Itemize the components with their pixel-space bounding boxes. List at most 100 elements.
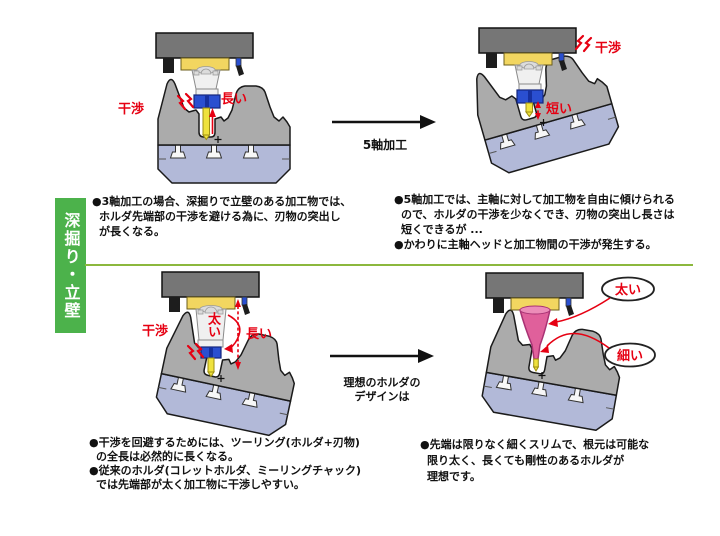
- interference-label: 干渉: [595, 40, 621, 56]
- illustration-5axis-svg: 干渉 短い: [476, 27, 621, 174]
- note-line: 限り太く、長くても剛性のあるホルダが: [427, 454, 625, 467]
- thick-callout-arrow: [555, 297, 611, 323]
- note-line: ●3軸加工の場合、深掘りで立壁のある加工物では、: [92, 195, 352, 208]
- cutting-tool: [533, 358, 539, 368]
- probe-body: [559, 60, 567, 71]
- probe-tip: [241, 296, 248, 306]
- interference-spark-icon: [176, 92, 195, 111]
- bottom-arrow-caption-line: デザインは: [354, 390, 410, 403]
- spindle-head-group: [485, 272, 584, 373]
- collet-ring: [518, 83, 542, 91]
- holder-dome: [204, 306, 218, 314]
- tapered-holder-top: [519, 305, 551, 315]
- thin-callout-arrow-head: [540, 345, 549, 353]
- long-label: 長い: [221, 92, 247, 107]
- workpiece: [485, 309, 621, 397]
- top-arrow-caption: 5軸加工: [362, 138, 408, 152]
- spindle-head: [478, 27, 577, 54]
- note-line: ●先端は限りなく細くスリムで、根元は可能な: [420, 438, 650, 451]
- note-line: ので、ホルダの干渉を少なくでき、刃物の突出し長さは: [401, 208, 675, 221]
- illustration-5axis-tilted: 干渉 短い: [455, 12, 710, 197]
- note-line: では先端部が太く加工物に干渉しやすい。: [96, 478, 305, 491]
- spindle-head: [485, 272, 584, 299]
- illustration-3axis-svg: 干渉 長い: [118, 32, 291, 184]
- length-arrow-head: [209, 108, 216, 117]
- note-line: ●かわりに主軸ヘッドと加工物間の干渉が発生する。: [394, 238, 657, 251]
- clamp-pin: [205, 383, 222, 401]
- probe-body: [566, 305, 574, 316]
- workpiece-group-tilted: [476, 55, 620, 174]
- section-label-vertical: 深掘り・立壁: [55, 198, 86, 333]
- spindle-head: [155, 32, 254, 59]
- short-length-arrow-head: [535, 113, 541, 120]
- short-label: 短い: [546, 101, 572, 117]
- collet-tab: [535, 65, 542, 71]
- head-block: [163, 58, 174, 73]
- notes-3axis: ●3軸加工の場合、深掘りで立壁のある加工物では、 ホルダ先端部の干渉を避ける為に…: [92, 194, 388, 239]
- illustration-conventional-holder: 干渉 長い 太い: [100, 268, 330, 438]
- arrow-right-icon: [332, 115, 436, 129]
- note-line: 短くできるが ...: [401, 223, 483, 236]
- thin-callout-arrow: [546, 332, 610, 349]
- cutting-tool-tip: [525, 111, 534, 118]
- clamp-pin: [205, 143, 223, 159]
- holder-tab: [217, 309, 224, 315]
- interference-label: 干渉: [142, 323, 168, 339]
- interference-label: 干渉: [118, 101, 144, 117]
- thick-arc-arrow: [227, 314, 241, 349]
- notes-conventional: ●干渉を回避するためには、ツーリング(ホルダ+刃物) の全長は必然的に長くなる。…: [89, 436, 401, 492]
- note-line: の全長は必然的に長くなる。: [96, 450, 239, 463]
- thick-arc-arrow-head: [224, 344, 233, 353]
- illustration-3axis-deep-pocket: 干渉 長い: [108, 22, 323, 190]
- note-line: 理想です。: [427, 470, 481, 483]
- illustration-ideal-svg: 太い 細い: [481, 272, 656, 432]
- spindle-head-group: [478, 27, 577, 118]
- holder-tab: [197, 309, 204, 315]
- cutting-tool-tip: [532, 366, 540, 373]
- probe-tip: [565, 297, 572, 307]
- thick-callout-oval: [601, 276, 655, 302]
- cutting-tool-tip: [202, 134, 211, 141]
- arrow-right-icon: [330, 349, 434, 363]
- clamp-pin: [567, 386, 584, 404]
- cutting-tool: [202, 107, 210, 136]
- spindle-head-group: [161, 271, 260, 378]
- datum-cross: [214, 136, 222, 143]
- collet-dome: [200, 68, 212, 75]
- long-label: 長い: [246, 327, 272, 342]
- cutting-tool-tip: [207, 371, 215, 378]
- bottom-arrow-caption-line: 理想のホルダの: [343, 376, 421, 389]
- workpiece-group-tilted: [155, 311, 296, 437]
- probe-body: [236, 65, 244, 76]
- interference-spark-icon: [574, 34, 593, 53]
- datum-cross: [217, 375, 225, 382]
- workpiece: [157, 78, 291, 146]
- collet-nut-stripe: [205, 95, 209, 108]
- workpiece-group-tilted: [481, 309, 621, 432]
- thin-callout-oval: [604, 342, 656, 368]
- note-line: ●従来のホルダ(コレットホルダ、ミーリングチャック): [89, 464, 361, 477]
- clamp-pin: [170, 375, 187, 393]
- note-line: ホルダ先端部の干渉を避ける為に、刃物の突出し: [99, 210, 341, 223]
- section-divider-line: [85, 264, 693, 266]
- clamp-pin: [241, 390, 258, 408]
- spindle-head-group: [155, 32, 254, 141]
- note-line: が長くなる。: [99, 225, 165, 238]
- collet-tab: [516, 65, 523, 71]
- note-line: ●干渉を回避するためには、ツーリング(ホルダ+刃物): [89, 436, 360, 449]
- datum-cross: [538, 372, 546, 379]
- collet-tab: [212, 70, 219, 76]
- base-tick: [158, 386, 288, 416]
- clamp-pin: [500, 132, 516, 150]
- bottom-arrow-caption: 理想のホルダの デザインは: [320, 376, 444, 404]
- note-line: ●5軸加工では、主軸に対して加工物を自由に傾けられる: [394, 193, 675, 206]
- thick-label: 太い: [614, 282, 641, 298]
- datum-cross: [540, 119, 547, 126]
- head-block: [493, 298, 504, 313]
- workpiece-group: [157, 78, 291, 184]
- collet-ring: [195, 88, 219, 96]
- workpiece: [160, 311, 296, 402]
- probe-body: [242, 304, 250, 315]
- head-block: [486, 53, 497, 68]
- cutting-tool: [207, 357, 215, 373]
